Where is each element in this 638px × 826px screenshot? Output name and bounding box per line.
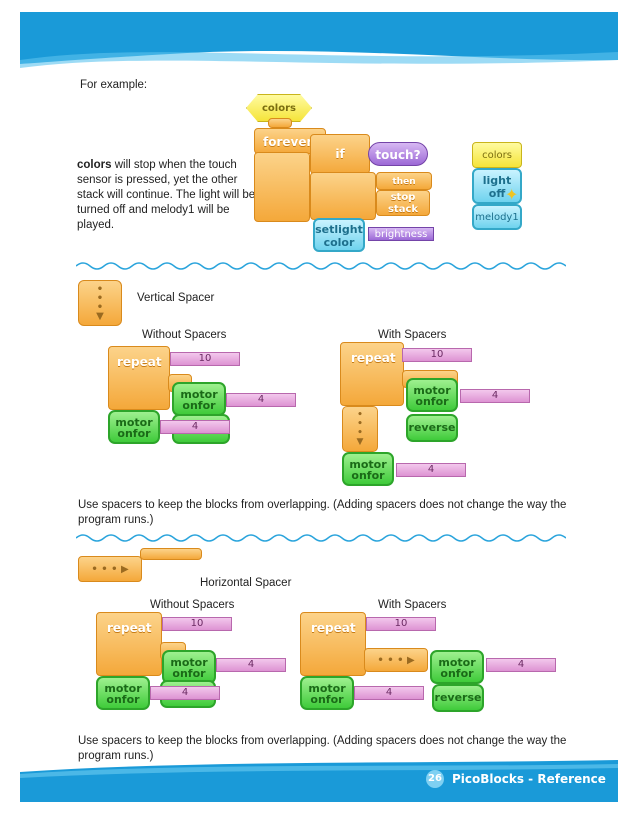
onfor-label: onfor [310,693,344,706]
repeat-count-v1[interactable]: 10 [170,352,240,366]
motor-arg-v2a[interactable]: 4 [460,389,530,403]
motor-arg-h1a[interactable]: 4 [216,658,286,672]
repeat-count-v2[interactable]: 10 [402,348,472,362]
example-description: colors will stop when the touch sensor i… [77,158,257,233]
stop-stack-line-1: stop [390,192,416,203]
desc-rest: will stop when the touch sensor is press… [77,159,256,231]
motor-onfor-block-v2b[interactable]: motor onfor [342,452,394,486]
repeat-count-h1[interactable]: 10 [162,617,232,631]
onfor-label: onfor [440,667,474,680]
stop-stack-block[interactable]: stop stack [376,190,430,216]
light-off-block[interactable]: light off [472,168,522,204]
motor-label: motor [349,458,387,471]
motor-arg-h1b[interactable]: 4 [150,686,220,700]
motor-arg-v1b[interactable]: 4 [160,420,230,434]
motor-onfor-block-h2b[interactable]: motor onfor [300,676,354,710]
repeat-block-v2[interactable]: repeat [340,342,404,406]
spacer-note-1: Use spacers to keep the blocks from over… [78,499,567,526]
horizontal-with-label: With Spacers [378,599,447,611]
page-number: 26 [426,770,444,788]
then-label: then [376,172,432,190]
horizontal-spacer-title: Horizontal Spacer [200,577,292,589]
vertical-without-label: Without Spacers [142,329,227,341]
onfor-label: onfor [182,399,216,412]
onfor-label: onfor [106,693,140,706]
motor-label: motor [180,388,218,401]
onfor-label: onfor [415,395,449,408]
touch-block[interactable]: touch? [368,142,428,166]
motor-arg-v1a[interactable]: 4 [226,393,296,407]
brightness-block[interactable]: brightness [368,227,434,241]
cursor-star-icon: ✦ [505,187,519,204]
vertical-spacer-block[interactable]: •••▼ [342,406,378,452]
onfor-label: onfor [351,469,385,482]
repeat-block-v1[interactable]: repeat [108,346,170,410]
motor-onfor-block-h1b[interactable]: motor onfor [96,676,150,710]
repeat-block-h2[interactable]: repeat [300,612,366,676]
motor-label: motor [170,656,208,669]
onfor-label: onfor [172,667,206,680]
footer-title: PicoBlocks - Reference [452,772,606,786]
header-band [20,12,618,68]
colors-hat-block[interactable]: colors [246,94,312,122]
vertical-spacer-title: Vertical Spacer [137,292,215,304]
forever-body [254,152,310,222]
if-body [310,172,376,220]
motor-arg-h2b[interactable]: 4 [354,686,424,700]
spacer-note-2: Use spacers to keep the blocks from over… [78,735,567,762]
horizontal-without-label: Without Spacers [150,599,235,611]
vertical-with-label: With Spacers [378,329,447,341]
wave-divider-2 [76,534,566,542]
onfor-label: onfor [117,427,151,440]
reverse-block-v2[interactable]: reverse [406,414,458,442]
motor-onfor-block-v1b[interactable]: motor onfor [108,410,160,444]
wave-divider-1 [76,262,566,270]
motor-label: motor [438,656,476,669]
motor-label: motor [413,384,451,397]
motor-onfor-block-h2a[interactable]: motor onfor [430,650,484,684]
motor-onfor-block-h1a[interactable]: motor onfor [162,650,216,684]
repeat-count-h2[interactable]: 10 [366,617,436,631]
repeat-block-h1[interactable]: repeat [96,612,162,676]
desc-bold: colors [77,159,112,171]
horizontal-spacer-icon: • • • ▶ [78,556,142,582]
motor-arg-v2b[interactable]: 4 [396,463,466,477]
colors-block-2[interactable]: colors [472,142,522,168]
vertical-spacer-icon: •••▼ [78,280,122,326]
setlight-line-2: color [323,236,355,249]
setlight-line-1: setlight [315,223,363,236]
motor-onfor-block-v1a[interactable]: motor onfor [172,382,226,416]
motor-label: motor [115,416,153,429]
footer-band [20,760,618,802]
light-line-1: light [482,174,512,187]
stop-stack-line-2: stack [387,204,419,215]
setlight-color-block[interactable]: setlight color [313,218,365,252]
hat-connector [268,118,292,128]
motor-arg-h2a[interactable]: 4 [486,658,556,672]
horizontal-spacer-icon-arm [140,548,202,560]
light-line-2: off [488,187,506,200]
motor-label: motor [308,682,346,695]
reverse-block-h2[interactable]: reverse [432,684,484,712]
intro-label: For example: [80,79,148,91]
motor-label: motor [104,682,142,695]
motor-onfor-block-v2a[interactable]: motor onfor [406,378,458,412]
if-block[interactable]: if [310,134,370,174]
melody1-block[interactable]: melody1 [472,204,522,230]
horizontal-spacer-block[interactable]: • • • ▶ [364,648,428,672]
